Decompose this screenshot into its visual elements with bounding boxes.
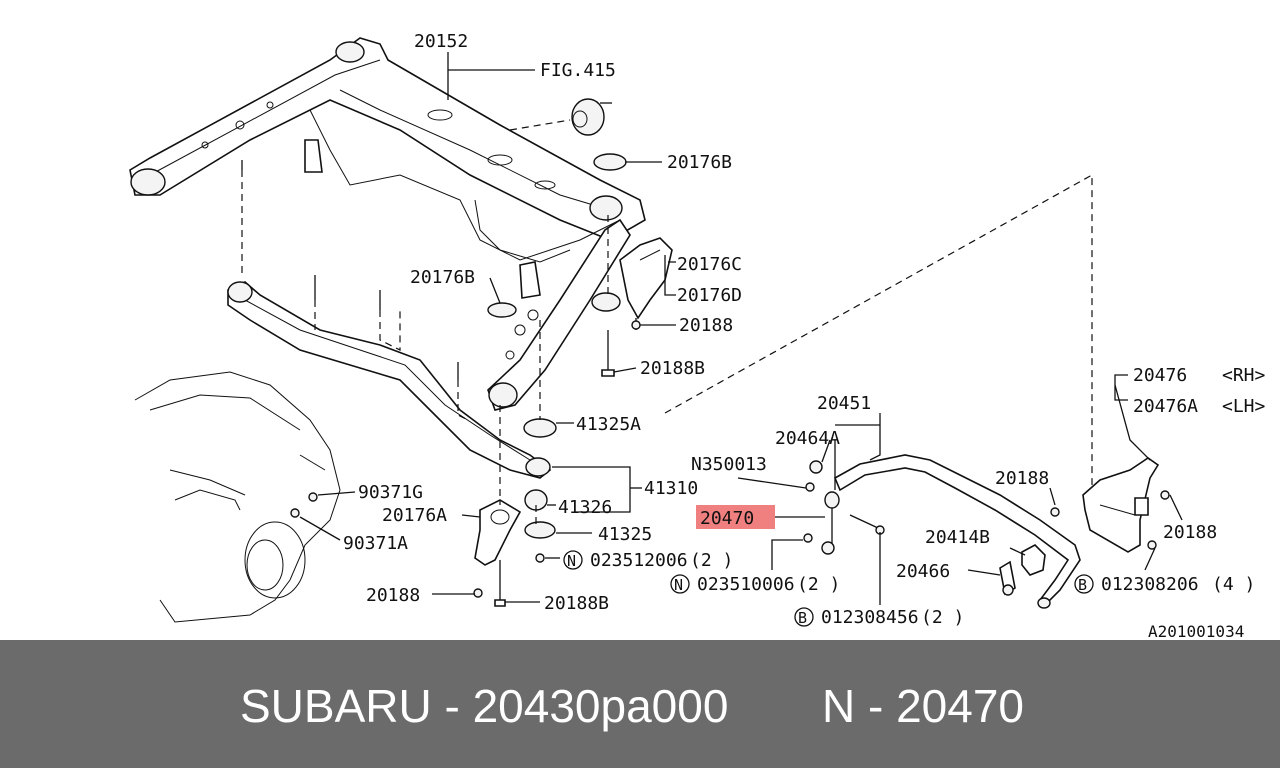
footer-position-number: N - 20470: [822, 680, 1025, 732]
bracket-20176a: [474, 499, 522, 566]
label-20470: 20470: [700, 508, 754, 529]
stabilizer-bar: [833, 454, 1081, 609]
n-symbol-icon: [563, 550, 583, 570]
label-012308206: 012308206: [1101, 574, 1199, 595]
label-023510006: 023510006: [697, 574, 795, 595]
assembly-dash-lines: [241, 170, 1093, 525]
label-012308206-qty: (4 ): [1212, 574, 1255, 595]
label-41325: 41325: [598, 524, 652, 545]
b-symbol-letter: B: [798, 609, 807, 627]
parts-diagram: 20152 FIG.415 20176B 20176C 20176D 20176…: [129, 31, 1266, 640]
label-20451: 20451: [817, 393, 871, 414]
b-symbol-letter: B: [1078, 576, 1087, 594]
label-20476a: 20476A: [1133, 396, 1198, 417]
label-20188-d: 20188: [1163, 522, 1217, 543]
label-20476-side: <RH>: [1222, 365, 1266, 386]
label-20176b-mid: 20176B: [410, 267, 475, 288]
leader-lines: [299, 52, 1183, 605]
lower-arm-bracket: [487, 218, 631, 411]
bracket-20476: [1082, 384, 1170, 553]
label-20464a: 20464A: [775, 428, 840, 449]
label-20188-b: 20188: [366, 585, 420, 606]
label-20188b-b: 20188B: [544, 593, 609, 614]
label-20188-a: 20188: [679, 315, 733, 336]
label-012308456: 012308456: [821, 607, 919, 628]
label-20476: 20476: [1133, 365, 1187, 386]
label-41326: 41326: [558, 497, 612, 518]
diagram-id: A201001034: [1148, 622, 1244, 640]
label-023512006: 023512006: [590, 550, 688, 571]
label-20414b: 20414B: [925, 527, 990, 548]
bushing-fig415: [509, 98, 605, 136]
label-20176d: 20176D: [677, 285, 742, 306]
highlight-20470: [696, 505, 775, 529]
label-41325a: 41325A: [576, 414, 641, 435]
part-labels: 20152 FIG.415 20176B 20176C 20176D 20176…: [343, 31, 1266, 640]
crossmember-lower: [227, 281, 552, 479]
stabilizer-link-20470: [803, 460, 885, 555]
label-20176c: 20176C: [677, 254, 742, 275]
label-20476a-side: <LH>: [1222, 396, 1266, 417]
label-20466: 20466: [896, 561, 950, 582]
label-012308456-qty: (2 ): [921, 607, 964, 628]
washer-20176b-top: [593, 153, 627, 171]
label-41310: 41310: [644, 478, 698, 499]
b-symbol-icon: [1074, 574, 1094, 594]
n-symbol-letter: N: [674, 576, 683, 594]
crossmember-upper: [129, 37, 646, 299]
stabilizer-bushing-clamp: [999, 507, 1060, 596]
n-symbol-letter: N: [567, 552, 576, 570]
label-n350013: N350013: [691, 454, 767, 475]
label-fig415: FIG.415: [540, 60, 616, 81]
label-20152: 20152: [414, 31, 468, 52]
washer-41325a: [523, 418, 557, 438]
label-20188-c: 20188: [995, 468, 1049, 489]
n-symbol-icon: [670, 574, 690, 594]
washer-41325: [524, 521, 556, 539]
footer-part-number: SUBARU - 20430pa000: [240, 680, 729, 732]
label-023510006-qty: (2 ): [797, 574, 840, 595]
label-20176b-top: 20176B: [667, 152, 732, 173]
label-023512006-qty: (2 ): [690, 550, 733, 571]
label-90371g: 90371G: [358, 482, 423, 503]
washer-20176b-mid: [487, 302, 517, 318]
bracket-20176c-d: [619, 237, 673, 320]
car-body-outline: [134, 371, 341, 623]
b-symbol-icon: [794, 607, 814, 627]
footer-bar: SUBARU - 20430pa000 N - 20470: [0, 640, 1280, 768]
label-20188b-a: 20188B: [640, 358, 705, 379]
bolts: [241, 160, 641, 607]
label-90371a: 90371A: [343, 533, 408, 554]
label-20176a: 20176A: [382, 505, 447, 526]
washer-20176c: [591, 292, 621, 312]
